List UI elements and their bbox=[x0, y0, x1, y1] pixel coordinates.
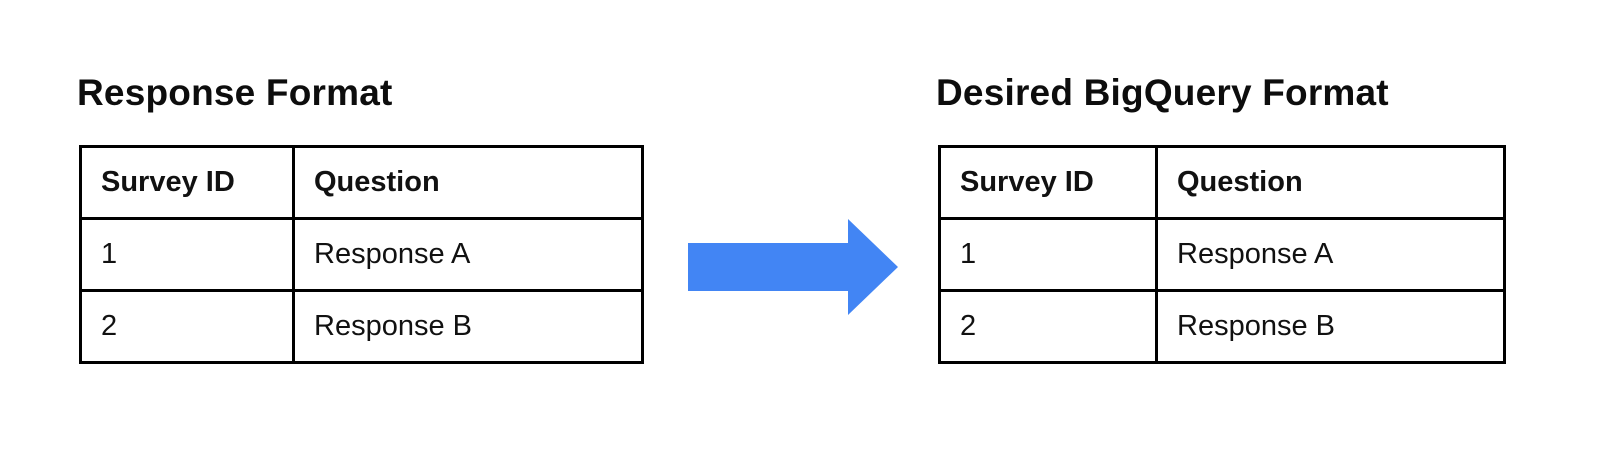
cell-question: Response B bbox=[292, 289, 644, 364]
right-table-title: Desired BigQuery Format bbox=[936, 72, 1389, 113]
cell-survey-id: 2 bbox=[79, 289, 295, 364]
table-row: 1 Response A bbox=[938, 217, 1506, 292]
cell-survey-id: 2 bbox=[938, 289, 1158, 364]
column-header-survey-id: Survey ID bbox=[79, 145, 295, 220]
table-header-row: Survey ID Question bbox=[938, 145, 1506, 220]
desired-bigquery-format-table: Survey ID Question 1 Response A 2 Respon… bbox=[938, 145, 1506, 364]
cell-survey-id: 1 bbox=[938, 217, 1158, 292]
right-arrow-shape bbox=[688, 219, 898, 315]
table-row: 1 Response A bbox=[79, 217, 644, 292]
table-row: 2 Response B bbox=[938, 289, 1506, 364]
cell-survey-id: 1 bbox=[79, 217, 295, 292]
response-format-table: Survey ID Question 1 Response A 2 Respon… bbox=[79, 145, 644, 364]
right-arrow-icon bbox=[688, 219, 898, 315]
left-table-title: Response Format bbox=[77, 72, 393, 113]
table-row: 2 Response B bbox=[79, 289, 644, 364]
column-header-question: Question bbox=[292, 145, 644, 220]
column-header-question: Question bbox=[1155, 145, 1506, 220]
cell-question: Response A bbox=[292, 217, 644, 292]
cell-question: Response B bbox=[1155, 289, 1506, 364]
column-header-survey-id: Survey ID bbox=[938, 145, 1158, 220]
cell-question: Response A bbox=[1155, 217, 1506, 292]
table-header-row: Survey ID Question bbox=[79, 145, 644, 220]
